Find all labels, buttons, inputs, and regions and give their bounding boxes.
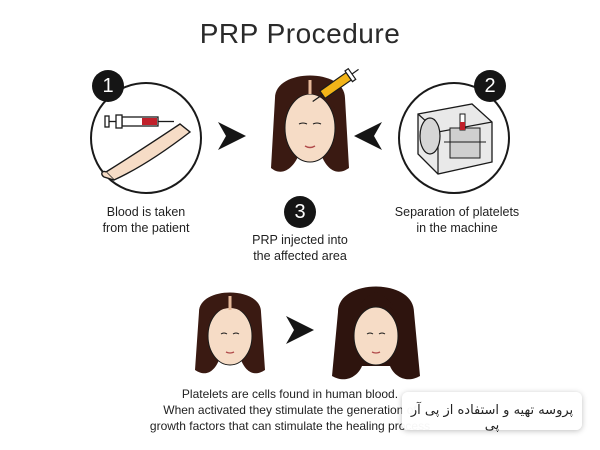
note-line: Platelets are cells found in human blood… — [181, 387, 399, 401]
head-injection-illustration — [271, 67, 359, 172]
overlay-caption-text: پروسه تهیه و استفاده از پی آر پی — [410, 403, 574, 433]
step-3-caption: PRP injected into the affected area — [238, 232, 362, 264]
note-line: growth factors that can stimulate the he… — [149, 419, 431, 433]
platelets-note: Platelets are cells found in human blood… — [140, 386, 440, 434]
page-title: PRP Procedure — [199, 18, 401, 49]
step-2-caption-line: in the machine — [416, 221, 498, 235]
after-head-illustration — [332, 286, 420, 380]
before-head-illustration — [195, 292, 265, 374]
step-3-caption-line: the affected area — [253, 249, 347, 263]
step-1-caption-line: from the patient — [102, 221, 190, 235]
arrow-right-icon — [218, 122, 246, 150]
arrow-right-icon — [286, 316, 314, 344]
arm-syringe-illustration — [101, 114, 192, 181]
step-3-caption-line: PRP injected into — [252, 233, 348, 247]
step-badge-2: 2 — [474, 70, 506, 102]
arrow-left-icon — [354, 122, 382, 150]
step-badge-1: 1 — [92, 70, 124, 102]
step-1-caption-line: Blood is taken — [106, 205, 186, 219]
note-line: When activated they stimulate the genera… — [163, 403, 417, 417]
step-badge-3: 3 — [284, 196, 316, 228]
centrifuge-machine-illustration — [417, 103, 493, 175]
caption-overlay: پروسه تهیه و استفاده از پی آر پی — [402, 392, 582, 433]
step-2-caption: Separation of platelets in the machine — [382, 204, 532, 236]
step-2-caption-line: Separation of platelets — [394, 205, 520, 219]
step-1-caption: Blood is taken from the patient — [84, 204, 208, 236]
